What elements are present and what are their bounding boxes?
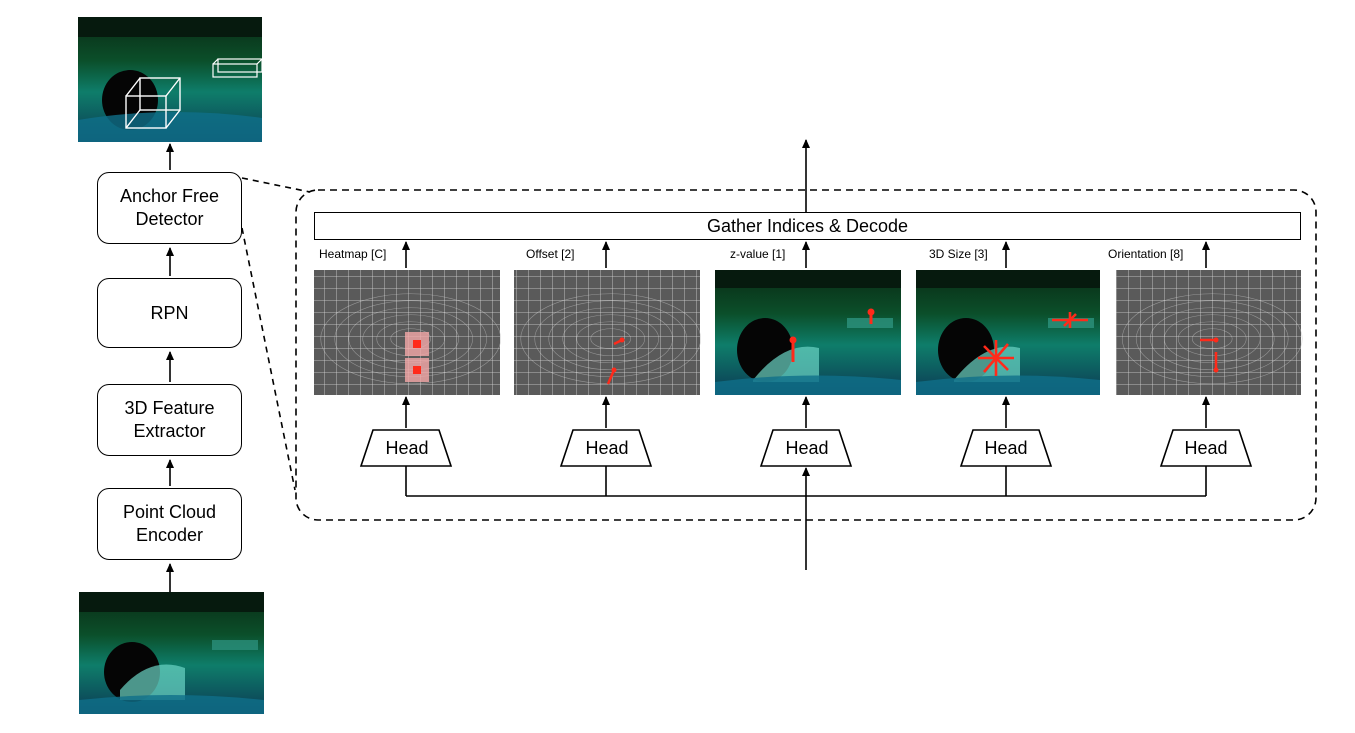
rpn-label: RPN	[150, 302, 189, 323]
bbox-far	[212, 58, 263, 78]
z-value-output-label: z-value [1]	[730, 247, 786, 261]
head-trapezoid-heatmap	[359, 429, 453, 467]
size-output-label: 3D Size [3]	[929, 247, 988, 261]
heatmap-output-panel	[314, 270, 502, 395]
gather-decode-label: Gather Indices & Decode	[706, 215, 909, 236]
head-trapezoid-size	[959, 429, 1053, 467]
head-label-size: Head	[984, 438, 1028, 458]
anchor-free-detector-label: Anchor Free Detector	[119, 186, 220, 229]
heat-peak-upper	[413, 340, 421, 348]
feature-extractor-box: 3D Feature Extractor	[97, 384, 242, 456]
anchor-free-detector-box: Anchor Free Detector	[97, 172, 242, 244]
head-columns	[314, 241, 1303, 496]
gather-decode-box: Gather Indices & Decode	[314, 212, 1301, 240]
size-axis-near-3	[983, 345, 1009, 371]
bbox-near	[125, 77, 181, 129]
head-label-offset: Head	[585, 438, 629, 458]
point-cloud-encoder-box: Point Cloud Encoder	[97, 488, 242, 560]
heat-peak-lower	[413, 366, 421, 374]
orientation-output-label: Orientation [8]	[1108, 247, 1184, 261]
size-output-panel	[916, 270, 1100, 395]
head-trapezoid-orientation	[1159, 429, 1253, 467]
size-axis-far-2	[1063, 313, 1077, 327]
rpn-box: RPN	[97, 278, 242, 348]
head-trapezoid-offset	[559, 429, 653, 467]
zoom-line-bottom	[241, 227, 296, 491]
orientation-output-panel	[1116, 270, 1303, 395]
head-label-z-value: Head	[785, 438, 829, 458]
z-value-output-panel	[715, 270, 901, 395]
head-label-heatmap: Head	[385, 438, 429, 458]
head-trapezoid-z-value	[759, 429, 853, 467]
heatmap-output-label: Heatmap [C]	[319, 247, 387, 261]
feature-extractor-label: 3D Feature Extractor	[124, 398, 215, 441]
output-scene-image	[78, 17, 263, 142]
offset-vector-lower	[606, 369, 616, 385]
offset-output-label: Offset [2]	[526, 247, 575, 261]
head-label-orientation: Head	[1184, 438, 1228, 458]
offset-output-panel	[514, 270, 702, 395]
point-cloud-encoder-label: Point Cloud Encoder	[122, 502, 217, 545]
input-scene-image	[79, 592, 264, 714]
zoom-line-top	[241, 177, 311, 193]
